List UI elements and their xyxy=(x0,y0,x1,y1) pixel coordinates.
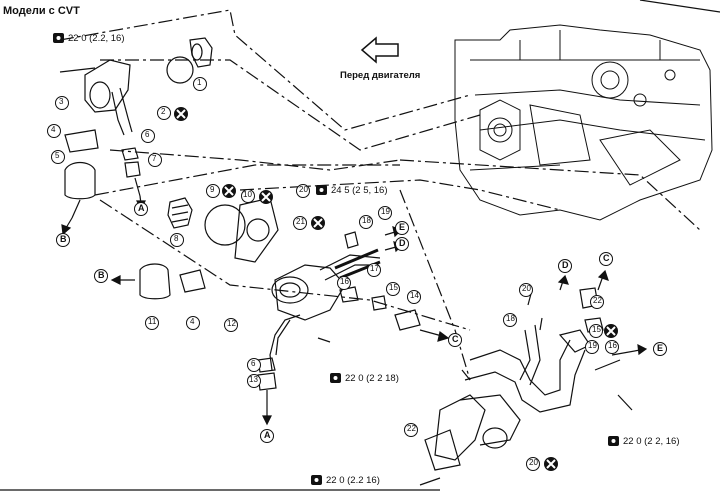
part-number: 20 xyxy=(522,284,531,293)
connection-letter: D xyxy=(399,238,406,248)
leader-line xyxy=(109,149,401,171)
leader-line xyxy=(399,189,471,381)
bolt xyxy=(317,337,331,343)
part-number: 16 xyxy=(608,341,617,350)
small-hoses-group xyxy=(334,248,421,331)
torque-spec: 22 0 (2 2, 16) xyxy=(623,436,680,447)
hose-assembly-center xyxy=(139,263,277,410)
part-number: 6 xyxy=(145,130,150,139)
o-ring-20 xyxy=(482,427,508,449)
direction-arrows xyxy=(61,195,648,426)
torque-spec: 22 0 (2 2 18) xyxy=(345,373,399,384)
top-right-border xyxy=(639,0,720,13)
part-number: 7 xyxy=(152,154,157,163)
part-number: 20 xyxy=(299,185,308,194)
do-not-reuse-icons xyxy=(174,107,618,471)
part-number: 2 xyxy=(161,107,166,116)
water-outlet-center xyxy=(269,231,381,371)
part-number: 18 xyxy=(362,216,371,225)
leader-line xyxy=(100,59,481,151)
clamp-4 xyxy=(64,129,99,153)
bolt xyxy=(617,394,633,411)
upper-thermostat-housing xyxy=(59,37,213,136)
sensor-21 xyxy=(344,231,359,249)
part-number: 8 xyxy=(174,234,179,243)
hose-5 xyxy=(64,161,96,200)
torque-spec: 22 0 (2.2, 16) xyxy=(68,33,125,44)
water-pipe-assembly xyxy=(419,287,633,486)
hose-7 xyxy=(124,161,141,178)
part-number: 6 xyxy=(251,359,256,368)
part-number: 20 xyxy=(529,458,538,467)
model-label: Модели с CVT xyxy=(3,5,80,17)
part-number: 13 xyxy=(249,375,258,384)
part-number-circles xyxy=(47,77,619,471)
clamp-4b xyxy=(179,269,206,293)
bolt xyxy=(419,477,441,486)
part-number: 1 xyxy=(197,78,202,87)
o-ring-2 xyxy=(166,56,194,84)
hose-14 xyxy=(394,309,421,331)
gasket-10 xyxy=(234,197,279,263)
front-of-engine-label: Перед двигателя xyxy=(340,70,421,81)
part-number: 18 xyxy=(506,314,515,323)
part-number: 22 xyxy=(407,424,416,433)
bracket xyxy=(461,369,471,381)
leader-line xyxy=(239,179,561,211)
front-arrow-icon xyxy=(360,36,399,64)
hose-11 xyxy=(139,263,171,300)
gasket-9 xyxy=(204,204,246,246)
connection-letter: A xyxy=(138,203,145,213)
connection-letter: E xyxy=(399,222,406,232)
clamp-15 xyxy=(371,295,387,311)
part-number: 14 xyxy=(410,291,419,300)
torque-spec: 22 0 (2.2 16) xyxy=(326,475,380,486)
thermostat-8 xyxy=(167,197,193,229)
part-number: 9 xyxy=(210,185,215,194)
connection-letter: D xyxy=(562,260,569,270)
part-number: 19 xyxy=(588,341,597,350)
part-number: 19 xyxy=(381,207,390,216)
leader-line xyxy=(59,9,471,131)
part-number: 4 xyxy=(51,125,56,134)
part-number: 22 xyxy=(593,296,602,305)
connection-letter: C xyxy=(603,253,610,263)
bolt xyxy=(59,67,96,73)
part-number: 12 xyxy=(227,319,236,328)
clamp-6 xyxy=(121,147,139,161)
part-number: 15 xyxy=(389,283,398,292)
part-number: 4 xyxy=(190,317,195,326)
part-number: 11 xyxy=(148,317,157,326)
torque-spec: 24 5 (2 5, 16) xyxy=(331,185,388,196)
part-1-plug xyxy=(189,37,213,68)
part-number: 3 xyxy=(59,97,64,106)
connection-letter: A xyxy=(264,430,271,440)
leader-line xyxy=(399,159,701,231)
thermostat-group xyxy=(167,197,279,263)
connection-letter: C xyxy=(452,334,459,344)
part-number: 5 xyxy=(55,151,60,160)
connection-letter: E xyxy=(657,343,664,353)
part-number: 21 xyxy=(296,217,305,226)
connection-letter: B xyxy=(98,270,105,280)
hose-assembly-left xyxy=(64,129,141,219)
part-number: 10 xyxy=(243,190,252,199)
connection-letter: B xyxy=(60,234,67,244)
leader-line xyxy=(94,164,400,196)
part-number: 15 xyxy=(592,325,601,334)
wrench-cutouts xyxy=(56,36,616,482)
engine-block xyxy=(454,24,713,221)
letter-circles xyxy=(56,202,667,443)
part-number: 17 xyxy=(370,264,379,273)
part-number: 16 xyxy=(340,277,349,286)
wrench-torque-icons xyxy=(53,33,619,485)
